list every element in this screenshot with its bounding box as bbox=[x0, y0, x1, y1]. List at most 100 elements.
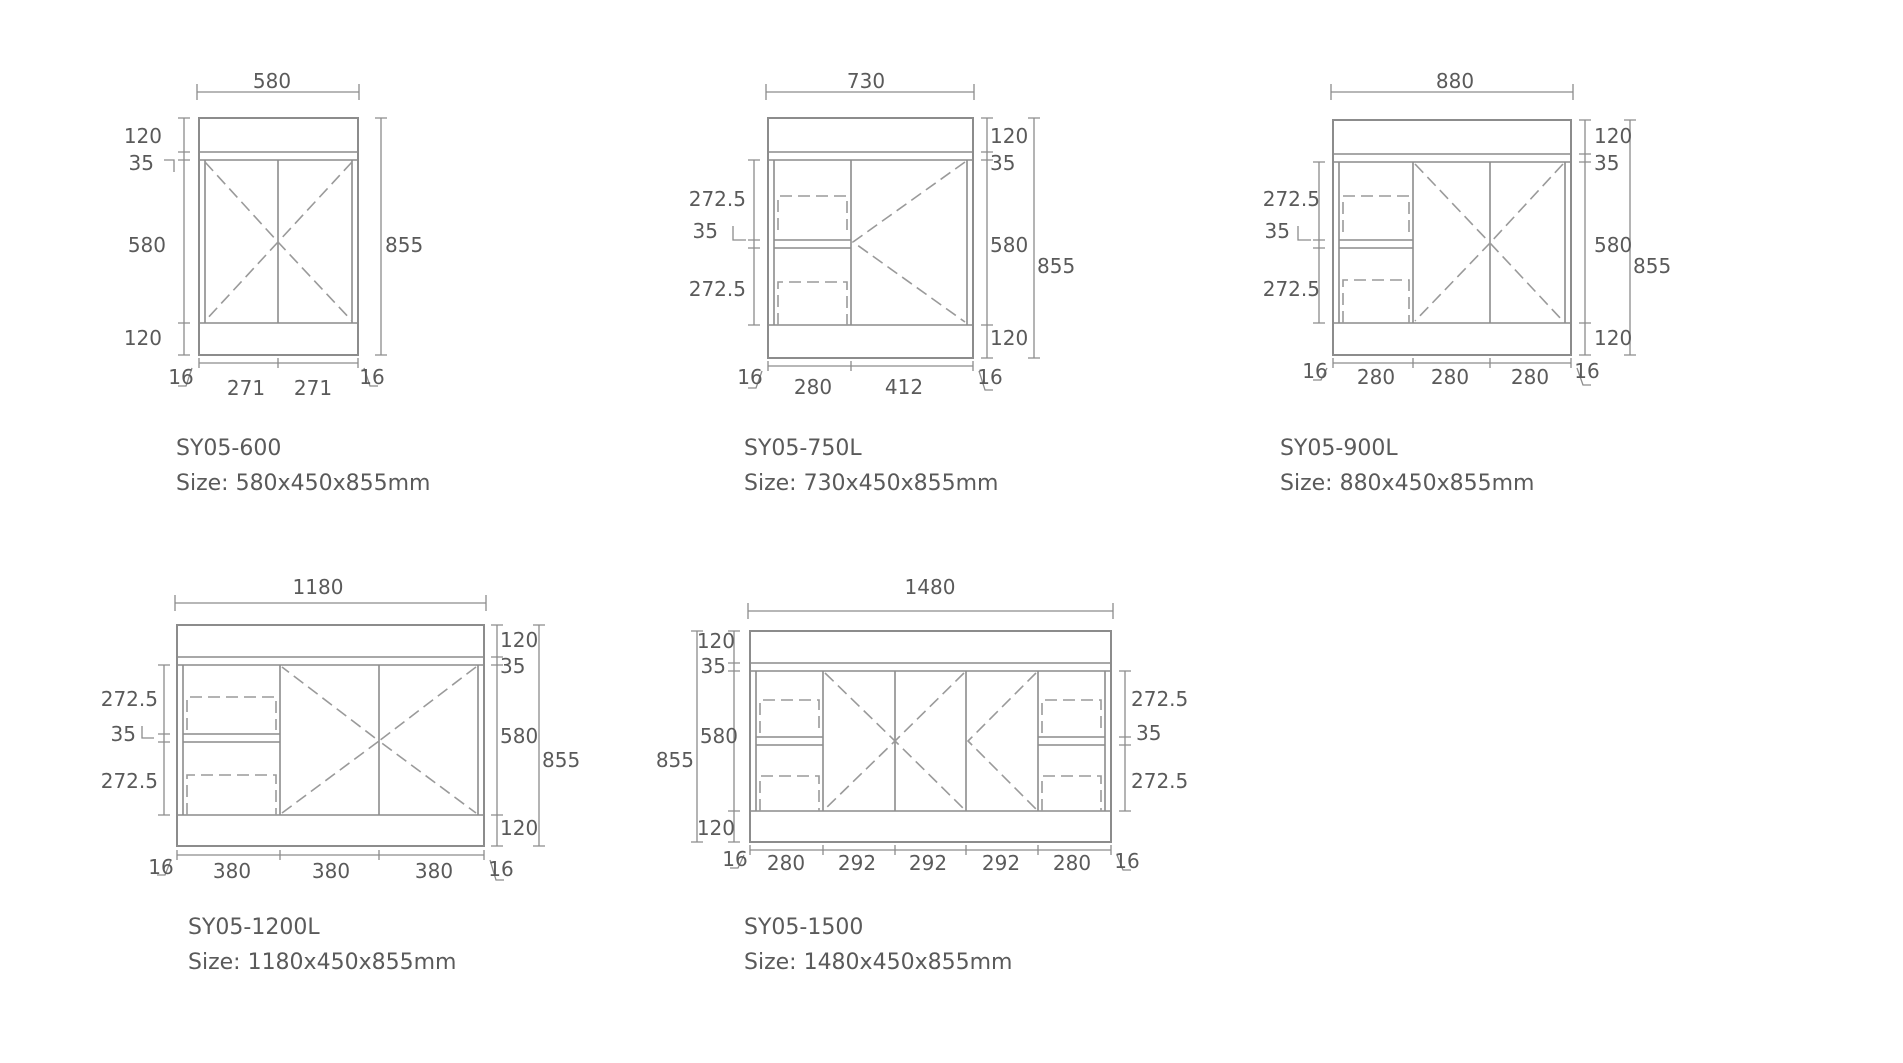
unit-sy05-600: 580 120 35 580 120 855 16 271 271 16 SY0… bbox=[124, 69, 431, 496]
bottom-dimension-line bbox=[1313, 358, 1591, 386]
cabinet-outline bbox=[767, 117, 974, 359]
left-label: 272.5 bbox=[1263, 187, 1320, 211]
right-label: 855 bbox=[542, 748, 580, 772]
bottom-label: 292 bbox=[838, 851, 876, 875]
left-label: 272.5 bbox=[101, 769, 158, 793]
left-dimension-line bbox=[691, 630, 740, 843]
right-label: 35 bbox=[990, 151, 1015, 175]
cabinet-outline bbox=[1332, 119, 1572, 356]
right-dimension-line bbox=[491, 624, 545, 847]
width-dimension-line bbox=[747, 603, 1114, 619]
bottom-label: 16 bbox=[488, 857, 513, 881]
bottom-label: 412 bbox=[885, 375, 923, 399]
model-size: Size: 1480x450x855mm bbox=[744, 950, 1012, 975]
left-label: 272.5 bbox=[101, 687, 158, 711]
model-name: SY05-1200L bbox=[188, 915, 320, 940]
right-label: 580 bbox=[1594, 233, 1632, 257]
right-label: 120 bbox=[990, 124, 1028, 148]
bottom-dimension-line bbox=[157, 850, 504, 881]
left-label: 272.5 bbox=[689, 187, 746, 211]
model-name: SY05-750L bbox=[744, 436, 862, 461]
drawer-upper-outline bbox=[777, 195, 848, 230]
model-name: SY05-900L bbox=[1280, 436, 1398, 461]
drawer-lower-outline bbox=[1041, 775, 1102, 811]
drawer-upper-outline bbox=[1041, 699, 1102, 733]
right-label: 580 bbox=[500, 724, 538, 748]
bottom-label: 16 bbox=[168, 365, 193, 389]
door-swing-lines bbox=[1414, 163, 1564, 322]
cabinet-outline bbox=[749, 630, 1112, 843]
left-dimension-line bbox=[1297, 161, 1325, 324]
right-dimension-line bbox=[1579, 119, 1636, 356]
drawer-lower-outline bbox=[1342, 279, 1410, 323]
width-label: 730 bbox=[847, 69, 885, 93]
drawer-upper-outline bbox=[759, 699, 820, 733]
left-label: 580 bbox=[700, 724, 738, 748]
model-size: Size: 880x450x855mm bbox=[1280, 471, 1534, 496]
unit-sy05-750l: 730 272.5 35 272.5 120 35 580 120 855 16… bbox=[689, 69, 1075, 496]
right-label: 35 bbox=[1136, 721, 1161, 745]
width-label: 580 bbox=[253, 69, 291, 93]
bottom-dimension-line bbox=[730, 845, 1131, 871]
left-label: 35 bbox=[701, 654, 726, 678]
bottom-label: 271 bbox=[294, 376, 332, 400]
drawer-upper-outline bbox=[1342, 195, 1410, 232]
left-label: 580 bbox=[128, 233, 166, 257]
unit-sy05-1200l: 1180 272.5 35 272.5 120 35 580 120 855 1… bbox=[101, 575, 580, 975]
right-label: 272.5 bbox=[1131, 769, 1188, 793]
right-label: 35 bbox=[1594, 151, 1619, 175]
bottom-label: 280 bbox=[1357, 365, 1395, 389]
bottom-label: 280 bbox=[767, 851, 805, 875]
left-label: 35 bbox=[1265, 219, 1290, 243]
left-label: 120 bbox=[697, 816, 735, 840]
door-swing-lines bbox=[204, 161, 353, 322]
right-label: 580 bbox=[990, 233, 1028, 257]
bottom-label: 16 bbox=[1574, 359, 1599, 383]
left-label: 120 bbox=[124, 124, 162, 148]
door-swing-lines bbox=[851, 161, 966, 323]
bottom-label: 16 bbox=[359, 365, 384, 389]
left-label: 35 bbox=[111, 722, 136, 746]
bottom-label: 271 bbox=[227, 376, 265, 400]
right-label: 272.5 bbox=[1131, 687, 1188, 711]
left-label: 120 bbox=[124, 326, 162, 350]
drawer-lower-outline bbox=[186, 774, 277, 815]
bottom-label: 292 bbox=[909, 851, 947, 875]
model-name: SY05-600 bbox=[176, 436, 281, 461]
unit-sy05-900l: 880 272.5 35 272.5 120 35 580 120 855 16… bbox=[1263, 69, 1671, 496]
left-dimension-line bbox=[164, 117, 190, 356]
width-dimension-line bbox=[196, 84, 360, 100]
right-label: 855 bbox=[385, 233, 423, 257]
bottom-label: 280 bbox=[1431, 365, 1469, 389]
drawer-lower-outline bbox=[777, 281, 848, 325]
model-size: Size: 730x450x855mm bbox=[744, 471, 998, 496]
left-label: 272.5 bbox=[1263, 277, 1320, 301]
cabinet-outline bbox=[176, 624, 485, 847]
bottom-dimension-line bbox=[178, 358, 378, 387]
door-swing-lines bbox=[824, 672, 1037, 810]
door-swing-lines bbox=[281, 666, 477, 814]
right-label: 120 bbox=[990, 326, 1028, 350]
bottom-label: 16 bbox=[977, 365, 1002, 389]
right-dimension-line bbox=[981, 117, 1040, 359]
right-label: 120 bbox=[1594, 326, 1632, 350]
bottom-label: 16 bbox=[722, 847, 747, 871]
right-label: 855 bbox=[1037, 254, 1075, 278]
bottom-label: 380 bbox=[415, 859, 453, 883]
right-dimension-line bbox=[375, 117, 387, 356]
left-label: 120 bbox=[697, 629, 735, 653]
left-label: 272.5 bbox=[689, 277, 746, 301]
left-dimension-line bbox=[732, 159, 760, 326]
bottom-label: 16 bbox=[737, 365, 762, 389]
bottom-label: 280 bbox=[794, 375, 832, 399]
width-label: 880 bbox=[1436, 69, 1474, 93]
bottom-label: 16 bbox=[1114, 849, 1139, 873]
right-label: 855 bbox=[1633, 254, 1671, 278]
bottom-label: 380 bbox=[312, 859, 350, 883]
right-dimension-line bbox=[1119, 670, 1131, 812]
right-label: 35 bbox=[500, 654, 525, 678]
left-label: 35 bbox=[129, 151, 154, 175]
bottom-label: 280 bbox=[1511, 365, 1549, 389]
model-size: Size: 1180x450x855mm bbox=[188, 950, 456, 975]
